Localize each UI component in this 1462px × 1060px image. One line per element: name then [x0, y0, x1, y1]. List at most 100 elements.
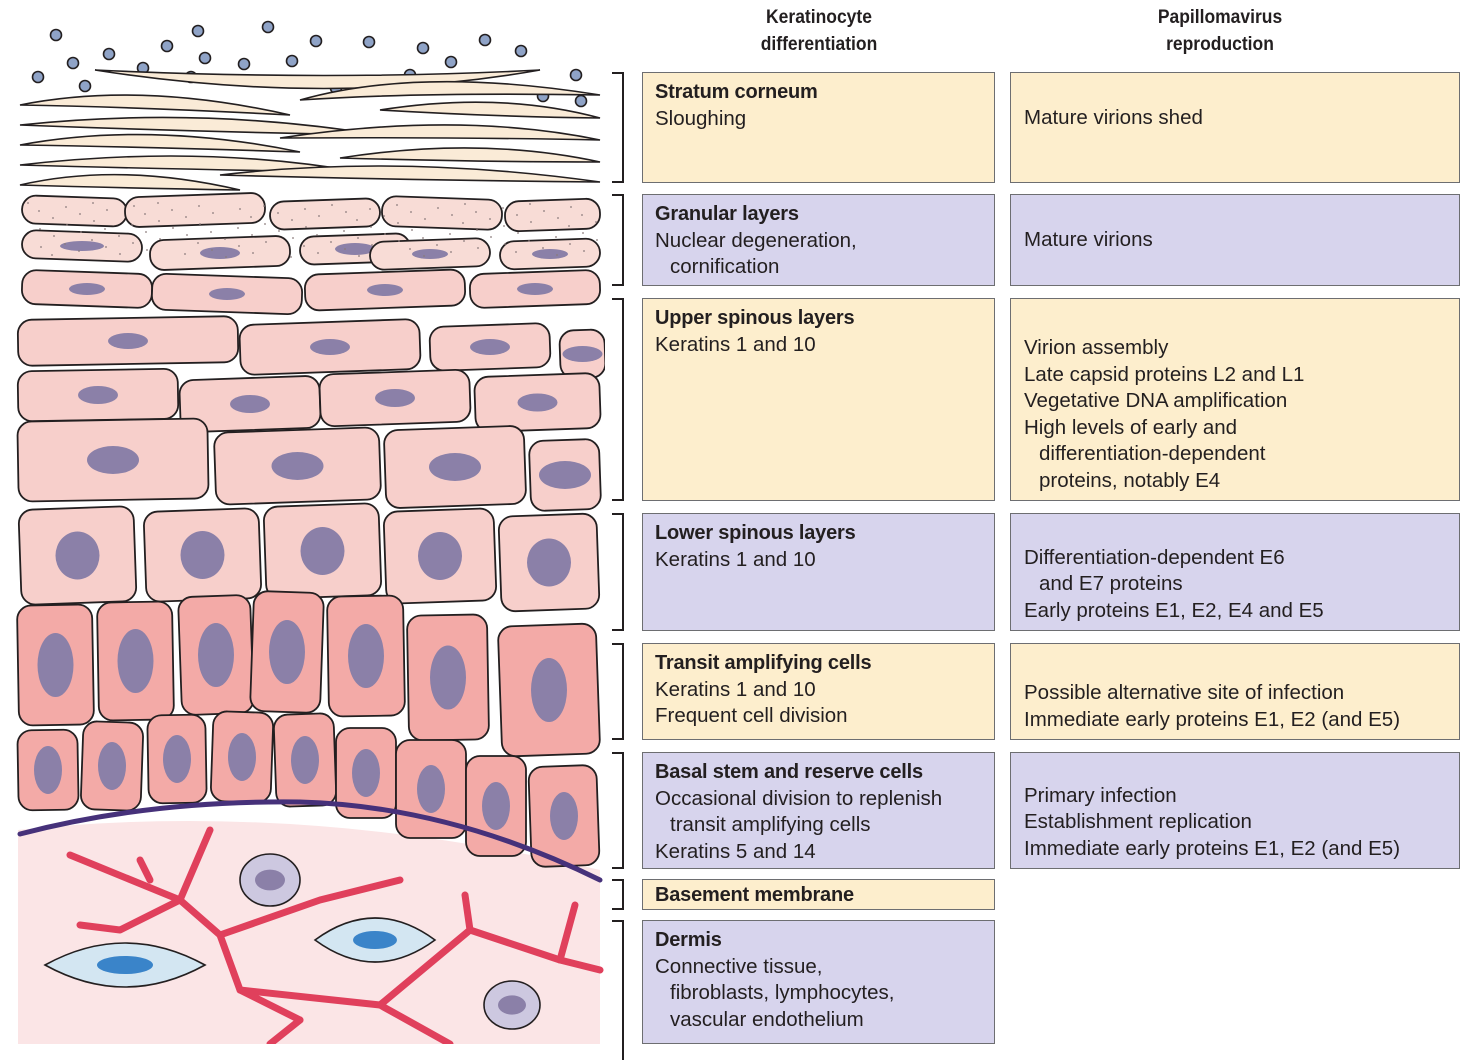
virion — [571, 70, 582, 81]
keratohyalin-granule — [357, 237, 359, 239]
nucleus — [417, 765, 445, 813]
keratohyalin-granule — [292, 237, 294, 239]
keratohyalin-granule — [356, 219, 358, 221]
stratum-corneum-virus-box: Mature virions shed — [1010, 72, 1460, 183]
keratohyalin-granule — [384, 233, 386, 235]
keratohyalin-granule — [305, 226, 307, 228]
transit-amplifying-cells-virus-line: Possible alternative site of infection — [1024, 680, 1447, 707]
keratohyalin-granule — [251, 234, 253, 236]
keratohyalin-granule — [239, 208, 241, 210]
keratohyalin-granule — [451, 214, 453, 216]
basal-stem-and-reserve-cells-detail-line: Occasional division to replenish — [655, 786, 982, 813]
keratohyalin-granule — [40, 246, 42, 248]
nucleus — [56, 532, 100, 580]
nucleus — [198, 623, 234, 687]
stratum-corneum-virus-line: Mature virions shed — [1024, 105, 1447, 132]
keratohyalin-granule — [318, 215, 320, 217]
transit-amplifying-cells-virus-box: Possible alternative site of infectionIm… — [1010, 643, 1460, 740]
keratohyalin-granule — [64, 243, 66, 245]
keratohyalin-granule — [344, 248, 346, 250]
nucleus — [118, 629, 154, 693]
keratohyalin-granule — [449, 233, 451, 235]
keratohyalin-granule — [570, 206, 572, 208]
keratohyalin-granule — [463, 240, 465, 242]
keratohyalin-granule — [158, 220, 160, 222]
cornified-cell — [20, 95, 290, 115]
nucleus — [412, 249, 448, 259]
nucleus — [38, 633, 74, 697]
keratohyalin-granule — [38, 210, 40, 212]
keratohyalin-granule — [529, 203, 531, 205]
nucleus — [550, 792, 578, 840]
upper-spinous-layers-virus-line: Virion assembly — [1024, 335, 1447, 362]
virion — [33, 72, 44, 83]
keratohyalin-granule — [157, 202, 159, 204]
upper-spinous-layers-bracket — [612, 298, 624, 501]
keratohyalin-granule — [290, 256, 292, 258]
lower-spinous-layers-detail-line: Keratins 1 and 10 — [655, 547, 982, 574]
granular-cell — [22, 195, 128, 227]
keratohyalin-granule — [185, 216, 187, 218]
keratohyalin-granule — [105, 246, 107, 248]
keratohyalin-granule — [436, 244, 438, 246]
transit-amplifying-cells-box: Transit amplifying cellsKeratins 1 and 1… — [642, 643, 995, 740]
upper-spinous-layers-virus-line: High levels of early and — [1024, 415, 1447, 442]
virion — [311, 36, 322, 47]
keratohyalin-granule — [237, 227, 239, 229]
keratohyalin-granule — [450, 251, 452, 253]
transit-amplifying-cells-detail-line: Keratins 1 and 10 — [655, 677, 982, 704]
keratohyalin-granule — [582, 232, 584, 234]
keratohyalin-granule — [263, 205, 265, 207]
nucleus — [367, 284, 403, 296]
lower-spinous-layers-title: Lower spinous layers — [655, 520, 982, 547]
keratohyalin-granule — [277, 212, 279, 214]
cornified-cell — [340, 148, 600, 162]
upper-spinous-layers-virus-line: Late capsid proteins L2 and L1 — [1024, 362, 1447, 389]
keratohyalin-granule — [397, 222, 399, 224]
keratohyalin-granule — [250, 216, 252, 218]
lymphocyte-nucleus — [498, 995, 526, 1014]
keratohyalin-granule — [93, 220, 95, 222]
upper-spinous-layers-virus-line: differentiation-dependent — [1024, 441, 1447, 468]
keratohyalin-granule — [52, 217, 54, 219]
cornified-cell — [20, 135, 300, 152]
transit-amplifying-cells-virus-line: Immediate early proteins E1, E2 (and E5) — [1024, 707, 1447, 734]
basal-stem-and-reserve-cells-detail-line: Keratins 5 and 14 — [655, 839, 982, 866]
cornified-cell — [20, 175, 240, 190]
keratohyalin-granule — [411, 229, 413, 231]
granular-layers-virus-line: Mature virions — [1024, 227, 1447, 254]
header-keratinocyte-differentiation: Keratinocyte differentiation — [681, 4, 957, 58]
nucleus — [518, 394, 558, 412]
upper-spinous-layers-virus-box: Virion assemblyLate capsid proteins L2 a… — [1010, 298, 1460, 501]
keratohyalin-granule — [210, 231, 212, 233]
keratohyalin-granule — [437, 207, 439, 209]
keratohyalin-granule — [316, 234, 318, 236]
basal-stem-and-reserve-cells-box: Basal stem and reserve cellsOccasional d… — [642, 752, 995, 869]
nucleus — [335, 243, 375, 255]
keratohyalin-granule — [504, 243, 506, 245]
lower-spinous-layers-virus-line: Differentiation-dependent E6 — [1024, 545, 1447, 572]
dermis-detail-line: Connective tissue, — [655, 954, 982, 981]
keratohyalin-granule — [265, 241, 267, 243]
keratohyalin-granule — [583, 250, 585, 252]
keratohyalin-granule — [358, 255, 360, 257]
keratohyalin-granule — [489, 218, 491, 220]
cornified-cell — [380, 102, 600, 118]
keratohyalin-granule — [317, 252, 319, 254]
keratohyalin-granule — [383, 215, 385, 217]
stratum-corneum-bracket — [612, 72, 624, 183]
granular-cell — [125, 193, 266, 228]
keratohyalin-granule — [543, 210, 545, 212]
nucleus — [69, 283, 105, 295]
keratohyalin-granule — [568, 225, 570, 227]
keratohyalin-granule — [199, 223, 201, 225]
nucleus — [60, 241, 104, 251]
upper-spinous-layers-detail-line: Keratins 1 and 10 — [655, 332, 982, 359]
nucleus — [532, 249, 568, 259]
nucleus — [272, 452, 324, 480]
virion — [200, 53, 211, 64]
granular-layers-title: Granular layers — [655, 201, 982, 228]
virion — [239, 59, 250, 70]
nucleus — [563, 346, 603, 362]
nucleus — [230, 395, 270, 413]
